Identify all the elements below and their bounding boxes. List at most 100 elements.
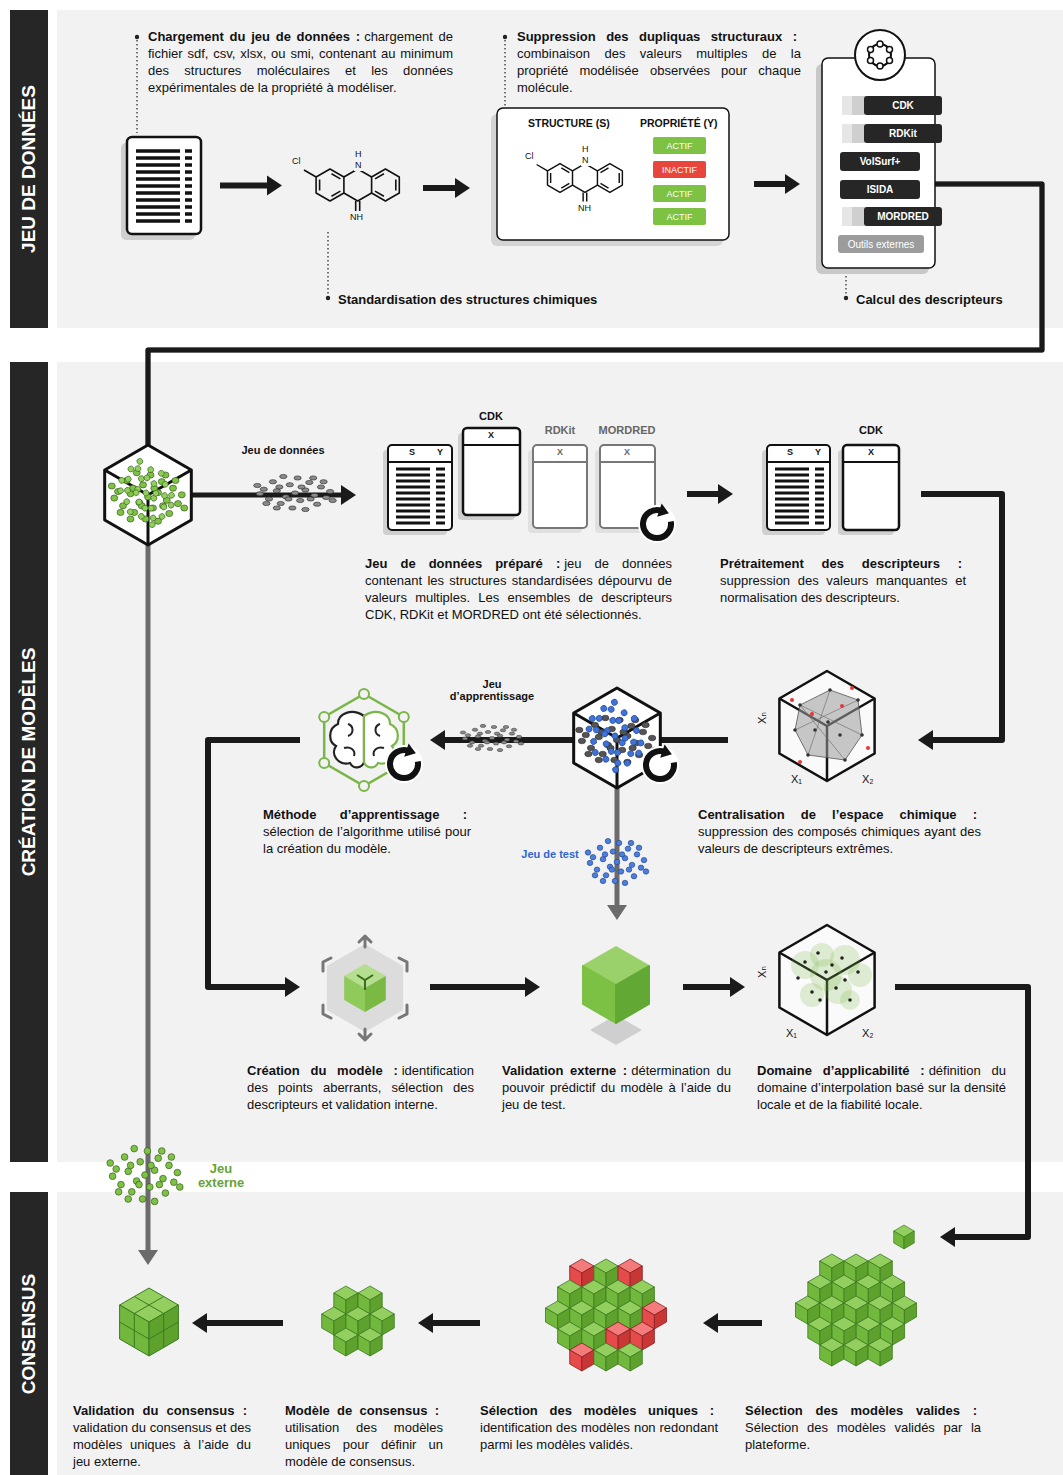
validated-cube — [583, 966, 616, 1023]
hexagon-dataset — [105, 445, 192, 545]
chemical-space-cube — [866, 746, 870, 750]
chip-text: RDKit — [889, 128, 917, 139]
step-body: suppression des composés chimiques ayant… — [698, 824, 981, 856]
leader-line — [327, 232, 328, 294]
valid-models — [796, 1225, 917, 1366]
applicability-cube — [779, 925, 874, 1035]
axis-label: X₁ — [791, 773, 802, 785]
chemical-space-cube — [838, 733, 842, 737]
molecule — [304, 169, 399, 211]
column-letter: Y — [437, 448, 443, 458]
leader-dot — [503, 35, 507, 39]
step-heading: Prétraitement des descripteurs : — [720, 556, 962, 571]
process-step: Sélection des modèles uniques :identific… — [542, 1255, 668, 1373]
chemical-space-cube — [843, 758, 847, 762]
connector-arrow — [430, 977, 540, 997]
consensus-models — [358, 1328, 382, 1356]
chip-text: ACTIF — [667, 189, 693, 199]
learning-icon — [385, 744, 423, 784]
step-title: STRUCTURE (S) — [528, 117, 610, 129]
connector-arrow — [754, 174, 800, 194]
model-cube — [399, 958, 407, 971]
axis-label: X₁ — [786, 1027, 797, 1039]
descriptor-cards — [533, 445, 587, 528]
model-cube — [323, 936, 407, 1040]
descriptor-cards — [396, 469, 445, 523]
model-cube — [323, 936, 407, 1040]
chemical-space-cube — [826, 720, 830, 724]
leader-line — [845, 272, 846, 294]
arrowhead — [418, 1313, 433, 1333]
leader-dot — [135, 35, 139, 39]
data-points — [254, 474, 337, 511]
descriptor-cards — [775, 469, 824, 523]
document-icon — [127, 137, 201, 234]
arrowhead — [940, 1227, 955, 1247]
chemical-space-cube — [850, 686, 854, 690]
descriptor-cards — [383, 428, 676, 543]
arrowhead — [607, 905, 627, 920]
step-description: Création du modèle :identification des p… — [247, 1062, 474, 1113]
activity-tag: ACTIF — [653, 137, 706, 154]
step-body: validation du consensus et des modèles u… — [73, 1420, 251, 1469]
process-step: Standardisation des structures chimiques — [290, 148, 405, 228]
arrowhead — [455, 178, 470, 198]
connector-line — [687, 491, 718, 497]
split-cube — [641, 745, 679, 785]
section-background — [10, 1192, 48, 1475]
connector-line — [423, 185, 455, 191]
consensus-models — [322, 1286, 395, 1356]
arrowhead — [918, 730, 933, 750]
step-description: Domaine d’applicabilité :définition du d… — [757, 1062, 1006, 1113]
connector-line — [148, 184, 1042, 1250]
table-box — [491, 108, 729, 246]
hexagon-dataset — [105, 445, 192, 545]
step-description: Sélection des modèles uniques :identific… — [480, 1402, 718, 1453]
atom-label: H — [582, 145, 589, 155]
table-box — [497, 108, 729, 240]
unique-models — [546, 1259, 667, 1371]
step-description: Validation externe :détermination du pou… — [502, 1062, 731, 1113]
chemical-space-cube — [793, 688, 864, 762]
arrowhead — [138, 1250, 158, 1265]
descriptor-cards — [762, 445, 899, 535]
chemical-space-cube — [779, 671, 874, 781]
chip-text: ACTIF — [667, 141, 693, 151]
applicability-cube — [810, 990, 814, 994]
applicability-cube — [824, 970, 828, 974]
descriptor-pill: VolSurf+ — [840, 152, 920, 171]
split-cube — [574, 688, 679, 788]
step-body: sélection de l’algorithme utilisé pour l… — [263, 824, 471, 856]
descriptor-panel — [868, 47, 874, 53]
chemical-space-cube — [798, 760, 802, 764]
descriptor-pill: Outils externes — [838, 235, 924, 253]
axis-label: Xₙ — [756, 966, 768, 978]
connector-line — [207, 1320, 283, 1326]
step-description: Sélection des modèles valides :Sélection… — [745, 1402, 981, 1453]
step-description: Jeu de données préparé :jeu de données c… — [365, 555, 672, 623]
chemical-space-cube — [806, 753, 810, 757]
descriptor-panel — [822, 58, 935, 268]
step-title: Calcul des descripteurs — [856, 292, 1003, 307]
descriptor-panel — [842, 96, 866, 115]
applicability-cube — [810, 959, 842, 991]
learning-icon — [359, 781, 369, 791]
learning-icon — [319, 758, 329, 768]
test-points — [585, 838, 649, 885]
arrowhead — [267, 176, 282, 196]
chemical-space-cube — [779, 671, 874, 781]
applicability-cube — [791, 943, 872, 1010]
chip-text: Outils externes — [848, 239, 915, 250]
descriptor-panel — [868, 58, 874, 64]
column-letter: S — [787, 448, 793, 458]
step-description: Centralisation de l’espace chimique :sup… — [698, 806, 981, 857]
step-body: Sélection des modèles validés par la pla… — [745, 1420, 981, 1452]
step-heading: Validation externe : — [502, 1063, 627, 1078]
connector-arrow — [208, 740, 300, 997]
connector-line — [683, 984, 730, 990]
chemical-space-cube — [790, 698, 794, 702]
process-step: Prétraitement des descripteurs :suppress… — [767, 445, 899, 530]
arrowhead — [430, 730, 445, 750]
